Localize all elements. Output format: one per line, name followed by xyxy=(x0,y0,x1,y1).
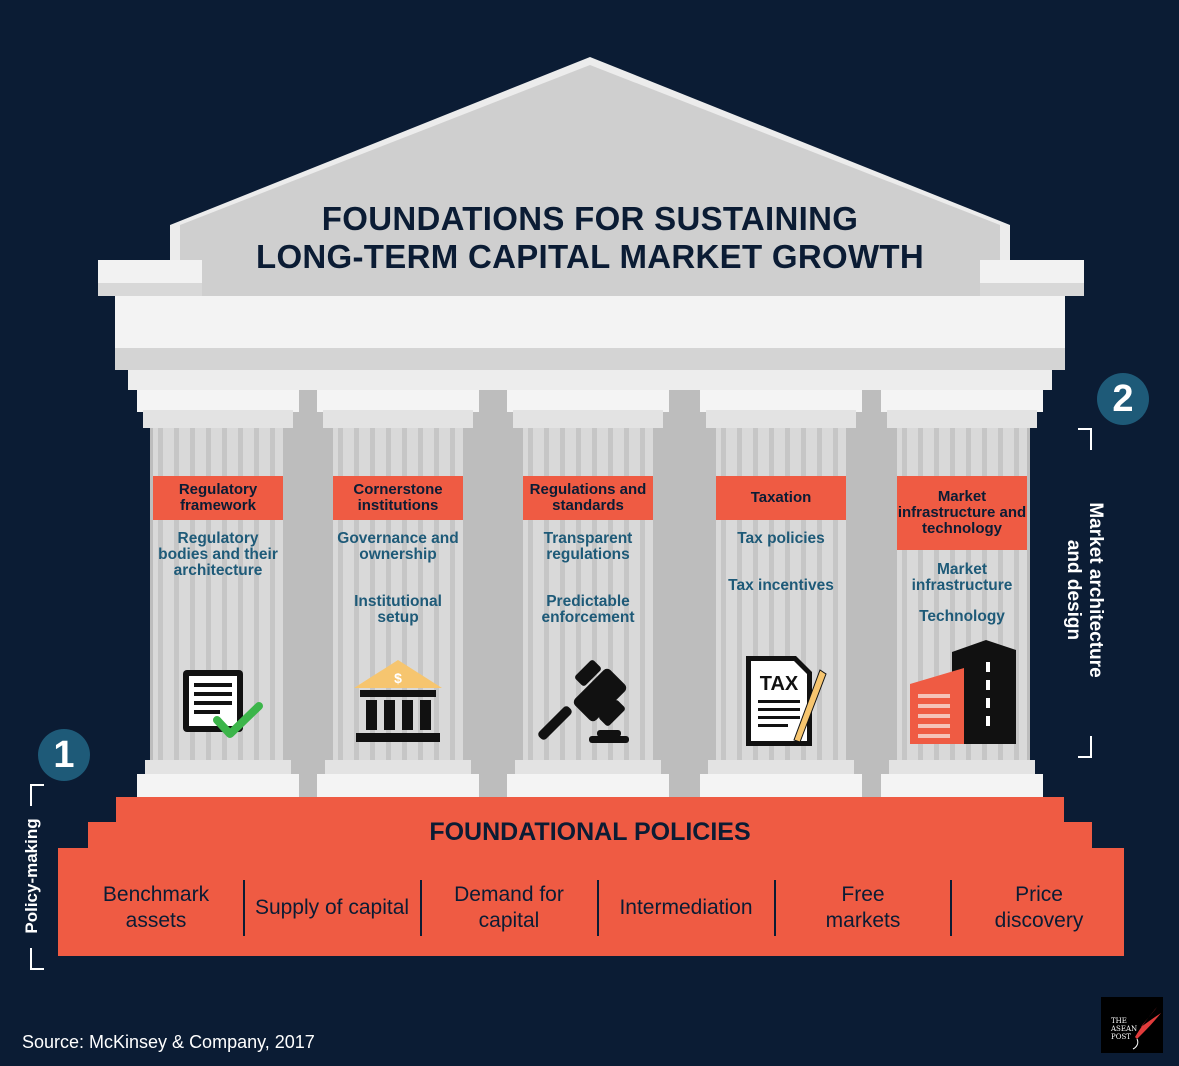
pillar-regulatory-framework xyxy=(137,390,299,798)
market-architecture-line-1: Market architecture xyxy=(1085,502,1106,678)
base-middle-step xyxy=(88,822,1092,852)
pillar-header-regulatory-framework: Regulatory framework xyxy=(153,476,283,520)
pillar-item: Institutional setup xyxy=(354,593,442,626)
bracket-bottom-right xyxy=(1078,736,1092,758)
pillar-item: Governance and ownership xyxy=(337,530,459,563)
bracket-top-left xyxy=(30,784,44,806)
base-item-demand-for-capital: Demand for capital xyxy=(454,883,564,932)
title-line-2: LONG-TERM CAPITAL MARKET GROWTH xyxy=(255,238,924,275)
pillar-item: Tax policies xyxy=(737,530,825,547)
logo-text: THE ASEAN POST xyxy=(1111,1017,1138,1041)
base-divider xyxy=(950,880,952,936)
marker-two-badge: 2 xyxy=(1097,373,1149,425)
title-line-1: FOUNDATIONS FOR SUSTAINING xyxy=(321,200,859,237)
pillar-items-cornerstone-institutions: Governance and ownership Institutional s… xyxy=(323,531,473,626)
gavel-icon xyxy=(538,660,629,743)
svg-text:TAX: TAX xyxy=(760,673,799,695)
entablature xyxy=(115,296,1065,348)
base-bottom-step xyxy=(58,848,1124,956)
pillar-items-regulations-standards: Transparent regulations Predictable enfo… xyxy=(513,531,663,626)
pillar-item: Market infrastructure xyxy=(911,561,1013,594)
pillar-header-regulations-standards: Regulations and standards xyxy=(523,476,653,520)
pillar-item: Regulatory bodies and their architecture xyxy=(158,530,278,579)
base-item-supply-of-capital: Supply of capital xyxy=(254,896,410,919)
bird-icon xyxy=(1132,1007,1161,1050)
bracket-top-right xyxy=(1078,428,1092,450)
pillar-items-regulatory-framework: Regulatory bodies and their architecture xyxy=(153,531,283,579)
bracket-bottom-left xyxy=(30,948,44,970)
base-divider xyxy=(597,880,599,936)
pillar-items-market-infrastructure: Market infrastructure Technology xyxy=(887,562,1037,625)
svg-text:$: $ xyxy=(394,670,402,686)
source-note: Source: McKinsey & Company, 2017 xyxy=(22,1032,315,1052)
base-item-free-markets: Free markets xyxy=(825,883,901,932)
tax-form-icon: TAX xyxy=(746,656,827,746)
pillar-header-taxation: Taxation xyxy=(716,476,846,520)
pillar-header-market-infrastructure: Market infrastructure and technology xyxy=(897,476,1027,550)
pillar-item: Technology xyxy=(919,608,1005,625)
bank-icon: $ xyxy=(354,660,442,742)
base-item-benchmark-assets: Benchmark assets xyxy=(102,883,210,932)
base-item-intermediation: Intermediation xyxy=(619,896,753,919)
market-architecture-label: Market architecture and design xyxy=(1062,502,1106,677)
pillar-item: Tax incentives xyxy=(728,577,834,594)
pillar-item: Predictable enforcement xyxy=(541,593,635,626)
building-icon xyxy=(910,640,1016,744)
pillar-header-cornerstone-institutions: Cornerstone institutions xyxy=(333,476,463,520)
pillar-item: Transparent regulations xyxy=(543,530,633,563)
publisher-logo: THE ASEAN POST xyxy=(1101,997,1163,1053)
base-item-price-discovery: Price discovery xyxy=(994,883,1084,932)
policy-making-label: Policy-making xyxy=(22,818,41,934)
base-divider xyxy=(243,880,245,936)
market-architecture-line-2: and design xyxy=(1063,539,1084,641)
pillar-items-taxation: Tax policies Tax incentives xyxy=(706,531,856,594)
marker-one-badge: 1 xyxy=(38,729,90,781)
base-divider xyxy=(774,880,776,936)
base-divider xyxy=(420,880,422,936)
base-title: FOUNDATIONAL POLICIES xyxy=(429,818,751,846)
page-title: FOUNDATIONS FOR SUSTAINING LONG-TERM CAP… xyxy=(170,200,1010,276)
document-check-icon xyxy=(183,670,263,738)
